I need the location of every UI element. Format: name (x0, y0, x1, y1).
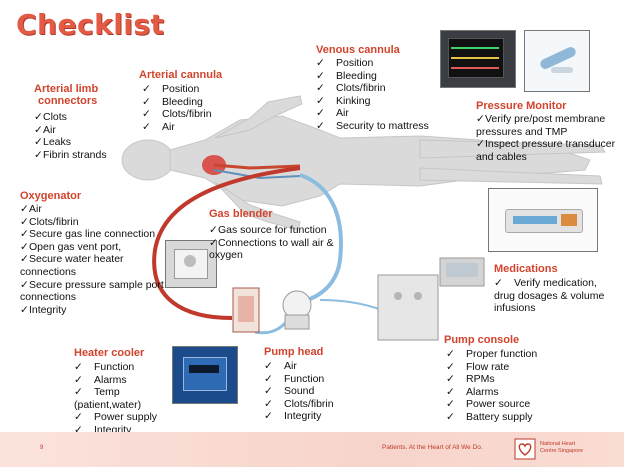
arterial-cannula-list: Position Bleeding Clots/fibrin Air (142, 83, 212, 133)
pressure-monitor-photo (440, 30, 516, 88)
slide-title: Checklist (16, 8, 165, 41)
organization-name: National Heart Centre Singapore (540, 441, 600, 454)
list-item: Clots (34, 111, 107, 124)
pressure-monitor-heading: Pressure Monitor (476, 100, 567, 112)
heater-cooler-list: Function Alarms Temp (patient,water) Pow… (74, 361, 178, 437)
pump-head-heading: Pump head (264, 346, 324, 358)
list-item: Battery supply (446, 411, 537, 424)
arterial-limb-heading: Arterial limb connectors (34, 83, 98, 107)
list-item: Inspect pressure transducer and cables (476, 138, 616, 163)
oxygenator-device (232, 287, 260, 333)
heart-logo-icon (514, 438, 536, 460)
pump-head-list: Air Function Sound Clots/fibrin Integrit… (264, 360, 334, 423)
list-item: Clots/fibrin (20, 216, 172, 229)
venous-cannula-list: Position Bleeding Clots/fibrin Kinking A… (316, 57, 429, 133)
arterial-limb-heading-line2: connectors (38, 95, 98, 107)
list-item: Function (264, 373, 334, 386)
list-item: Integrity (264, 410, 334, 423)
list-item: Position (316, 57, 429, 70)
gas-blender-list: Gas source for function Connections to w… (209, 224, 337, 262)
list-item: Integrity (20, 304, 172, 317)
pump-console-list: Proper function Flow rate RPMs Alarms Po… (446, 348, 537, 424)
list-item: Connections to wall air & oxygen (209, 237, 337, 262)
heater-cooler-photo (172, 346, 238, 404)
list-item: RPMs (446, 373, 537, 386)
list-item: Secure water heater connections (20, 253, 172, 278)
list-item: Position (142, 83, 212, 96)
pump-console-heading: Pump console (444, 334, 520, 346)
venous-cannula-heading: Venous cannula (316, 44, 400, 56)
list-item: Air (316, 107, 429, 120)
list-item: Clots/fibrin (264, 398, 334, 411)
list-item: Function (74, 361, 178, 374)
arterial-limb-heading-line1: Arterial limb (34, 83, 99, 95)
pump-console-device (377, 257, 485, 341)
list-item: Temp (patient,water) (74, 386, 178, 411)
list-item: Secure gas line connection (20, 228, 172, 241)
list-item: Sound (264, 385, 334, 398)
list-item: Flow rate (446, 361, 537, 374)
list-item: Bleeding (142, 96, 212, 109)
list-item: Air (264, 360, 334, 373)
list-item: Air (34, 124, 107, 137)
list-item: Air (20, 203, 172, 216)
list-item: Gas source for function (209, 224, 337, 237)
list-item: Alarms (446, 386, 537, 399)
pressure-monitor-list: Verify pre/post membrane pressures and T… (476, 113, 616, 163)
heater-cooler-heading: Heater cooler (74, 347, 145, 359)
list-item: Kinking (316, 95, 429, 108)
pump-head-device (282, 290, 312, 330)
footer-tagline: Patients. At the Heart of All We Do. (382, 444, 483, 451)
list-item: Clots/fibrin (316, 82, 429, 95)
oxygenator-heading: Oxygenator (20, 190, 82, 202)
medications-heading: Medications (494, 263, 558, 275)
list-item: Verify medication, drug dosages & volume… (494, 277, 612, 315)
gas-blender-photo (165, 240, 217, 288)
oxygenator-list: Air Clots/fibrin Secure gas line connect… (20, 203, 172, 316)
footer-band: 9 Patients. At the Heart of All We Do. N… (0, 432, 624, 467)
medications-list: Verify medication, drug dosages & volume… (494, 277, 612, 315)
pressure-transducer-photo (524, 30, 590, 92)
list-item: Power source (446, 398, 537, 411)
page-number: 9 (40, 445, 44, 451)
list-item: Air (142, 121, 212, 134)
list-item: Verify pre/post membrane pressures and T… (476, 113, 616, 138)
list-item: Open gas vent port, (20, 241, 172, 254)
org-name-line2: Centre Singapore (540, 447, 584, 454)
arterial-cannula-heading: Arterial cannula (139, 69, 223, 81)
list-item: Security to mattress (316, 120, 429, 133)
list-item: Proper function (446, 348, 537, 361)
list-item: Clots/fibrin (142, 108, 212, 121)
org-name-line1: National Heart (540, 441, 576, 447)
list-item: Power supply (74, 411, 178, 424)
arterial-limb-list: Clots Air Leaks Fibrin strands (34, 111, 107, 161)
syringe-pump-photo (488, 188, 598, 252)
list-item: Bleeding (316, 70, 429, 83)
list-item: Fibrin strands (34, 149, 107, 162)
list-item: Leaks (34, 136, 107, 149)
gas-blender-heading: Gas blender (209, 208, 273, 220)
list-item: Alarms (74, 374, 178, 387)
list-item: Secure pressure sample port connections (20, 279, 172, 304)
